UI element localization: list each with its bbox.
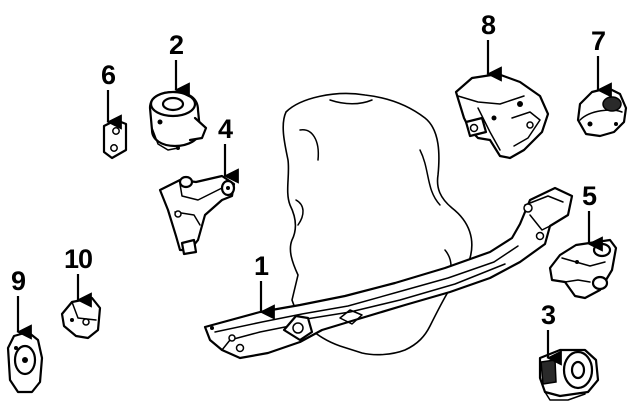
callout-label-3: 3 [541, 300, 556, 330]
callout-label-6: 6 [101, 60, 116, 90]
part-10-bracket [60, 296, 102, 340]
callout-label-1: 1 [254, 251, 269, 281]
callout-label-2: 2 [169, 30, 183, 60]
callout-10: 10 [64, 244, 93, 308]
callout-2: 2 [169, 30, 190, 98]
callout-7: 7 [591, 26, 612, 98]
callout-label-5: 5 [582, 181, 597, 211]
part-1-crossmember [203, 186, 574, 360]
callout-4: 4 [218, 114, 239, 184]
callout-6: 6 [101, 60, 122, 130]
part-4-bracket [158, 174, 236, 256]
part-9-mount [6, 330, 44, 394]
callout-9: 9 [11, 266, 32, 340]
callout-1: 1 [254, 251, 275, 320]
callout-5: 5 [582, 181, 603, 252]
callout-3: 3 [541, 300, 562, 366]
part-2-round-mount [148, 90, 208, 151]
callout-label-9: 9 [11, 266, 26, 296]
callout-8: 8 [481, 10, 502, 82]
callout-label-8: 8 [481, 10, 496, 40]
part-8-bracket [454, 72, 550, 160]
callout-label-7: 7 [591, 26, 605, 56]
callout-label-4: 4 [218, 114, 233, 144]
part-5-bracket [548, 238, 618, 300]
part-6-plate [102, 118, 128, 160]
callout-label-10: 10 [64, 244, 92, 274]
part-7-mount [576, 86, 628, 138]
